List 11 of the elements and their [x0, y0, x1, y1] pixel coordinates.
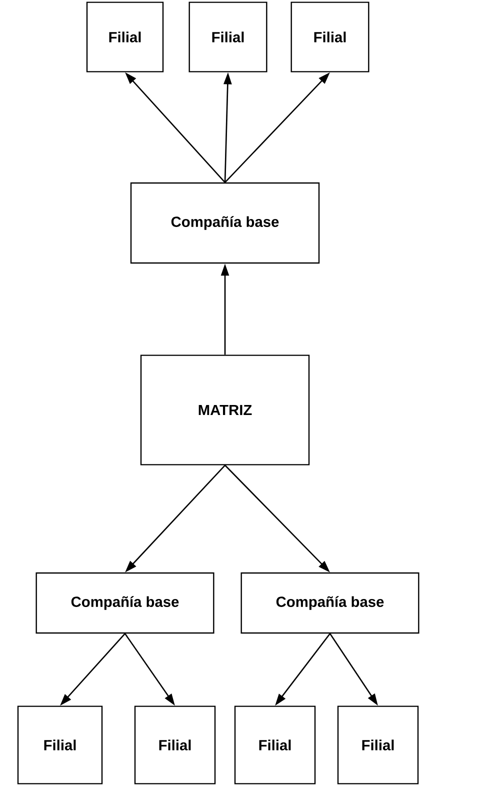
box: Compañía base — [240, 572, 420, 634]
box: Filial — [188, 2, 268, 72]
box: Filial — [86, 2, 164, 72]
box: Filial — [290, 2, 370, 72]
box: Filial — [337, 706, 419, 784]
box: Filial — [234, 706, 316, 784]
box: MATRIZ — [140, 354, 310, 466]
box: Filial — [134, 706, 216, 784]
box: Compañía base — [130, 182, 320, 264]
box: Filial — [17, 706, 103, 784]
box: Compañía base — [36, 572, 214, 634]
